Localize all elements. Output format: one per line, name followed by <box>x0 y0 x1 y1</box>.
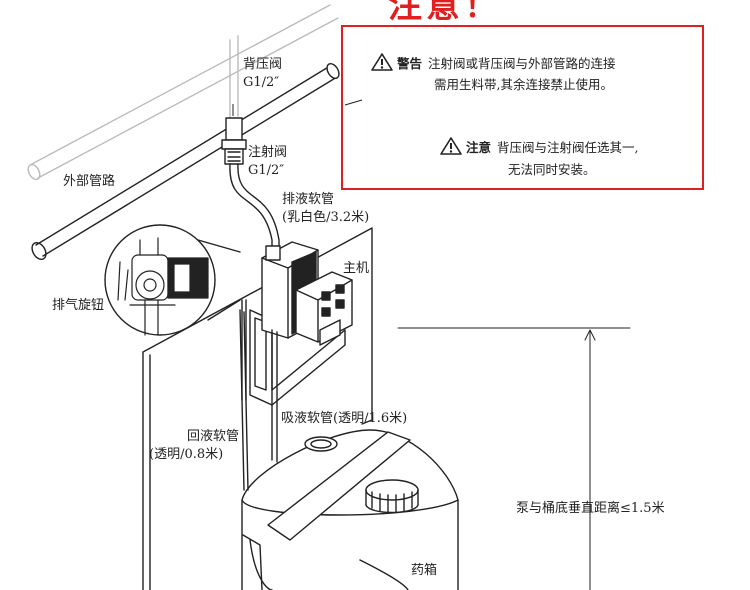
return-hose-label: 回液软管 <box>187 429 240 444</box>
warning-tag: 警告 <box>397 56 423 71</box>
return-hose <box>239 309 249 491</box>
drain-hose-spec-label: (乳白色/3.2米) <box>282 210 370 225</box>
wall-board <box>142 227 373 590</box>
distance-dimension <box>397 327 631 590</box>
suction-hose-label: 吸液软管(透明/1.6米) <box>281 411 408 426</box>
pump-bracket <box>241 299 346 406</box>
background-pipe <box>27 4 339 181</box>
vent-knob-detail <box>104 224 241 336</box>
return-hose-spec-label: (透明/0.8米) <box>149 447 224 462</box>
warning-row: 警告注射阀或背压阀与外部管路的连接 <box>371 53 616 74</box>
caution-triangle-icon <box>440 137 462 155</box>
main-unit-label: 主机 <box>343 261 370 276</box>
up-arrow-icon <box>584 329 596 590</box>
caution-row: 注意背压阀与注射阀任选其一, <box>440 137 639 158</box>
injection-valve-label: 注射阀 <box>248 145 288 160</box>
back-pressure-size-label: G1/2″ <box>243 75 280 90</box>
caution-line-2: 无法同时安装。 <box>508 162 596 177</box>
chemical-tank <box>241 429 459 590</box>
external-pipe-label: 外部管路 <box>63 174 116 189</box>
warning-line-1: 注射阀或背压阀与外部管路的连接 <box>428 56 616 71</box>
injection-size-label: G1/2″ <box>248 163 285 178</box>
back-pressure-valve-label: 背压阀 <box>243 57 283 72</box>
notice-heading: 注意！ <box>388 0 502 26</box>
drain-hose <box>229 163 280 261</box>
external-pipe <box>31 62 340 261</box>
warning-triangle-icon <box>371 53 393 71</box>
notice-box: 警告注射阀或背压阀与外部管路的连接 需用生料带,其余连接禁止使用。 注意背压阀与… <box>341 25 704 190</box>
drain-hose-label: 排液软管 <box>282 192 335 207</box>
distance-note-label: 泵与桶底垂直距离≤1.5米 <box>516 501 665 516</box>
caution-line-1: 背压阀与注射阀任选其一, <box>497 140 639 155</box>
caution-tag: 注意 <box>466 140 492 155</box>
pump-body <box>261 241 353 346</box>
injection-valve <box>221 117 247 165</box>
warning-line-2: 需用生料带,其余连接禁止使用。 <box>434 77 613 92</box>
suction-hose <box>271 329 278 463</box>
vent-knob-label: 排气旋钮 <box>52 298 105 313</box>
tank-label: 药箱 <box>411 563 438 578</box>
